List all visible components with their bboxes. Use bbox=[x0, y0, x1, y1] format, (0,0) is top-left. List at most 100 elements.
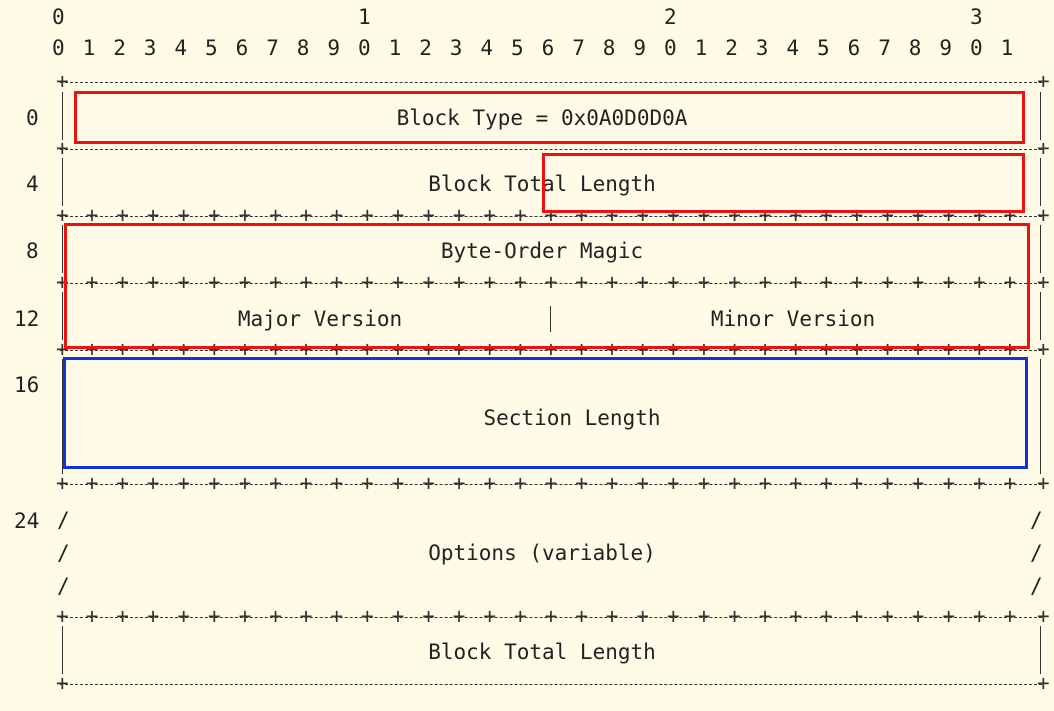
separator-tick: + bbox=[973, 337, 986, 361]
ruler-unit-30: 0 bbox=[970, 36, 983, 60]
separator-tick: + bbox=[881, 270, 894, 294]
ruler-unit-29: 9 bbox=[939, 36, 953, 60]
separator-end-plus: + bbox=[1037, 337, 1050, 361]
separator-end-plus: + bbox=[56, 203, 69, 227]
separator-tick: + bbox=[85, 270, 99, 294]
separator-tick: + bbox=[208, 270, 221, 294]
separator-tick: + bbox=[483, 471, 497, 495]
separator-tick: + bbox=[881, 604, 894, 628]
separator-end-plus: + bbox=[1037, 471, 1050, 495]
ruler-unit-5: 5 bbox=[205, 36, 218, 60]
separator-tick: + bbox=[514, 471, 527, 495]
separator-tick: + bbox=[452, 337, 466, 361]
separator-tick: + bbox=[850, 471, 864, 495]
separator-tick: + bbox=[911, 203, 925, 227]
separator-tick: + bbox=[391, 270, 405, 294]
separator-tick: + bbox=[605, 604, 619, 628]
ruler-unit-11: 1 bbox=[388, 36, 402, 60]
separator-tick: + bbox=[1003, 270, 1017, 294]
separator-tick: + bbox=[1003, 337, 1017, 361]
separator-tick: + bbox=[269, 270, 282, 294]
separator-tick: + bbox=[911, 471, 925, 495]
separator-end-plus: + bbox=[1037, 203, 1050, 227]
separator-tick: + bbox=[973, 203, 986, 227]
left-side-bar bbox=[62, 292, 63, 340]
ruler-unit-7: 7 bbox=[266, 36, 279, 60]
ruler-unit-20: 0 bbox=[664, 36, 677, 60]
separator-tick: + bbox=[391, 604, 405, 628]
separator-tick: + bbox=[942, 471, 956, 495]
separator-tick: + bbox=[544, 203, 558, 227]
ruler-tens-3: 3 bbox=[970, 5, 983, 29]
separator-tick: + bbox=[636, 337, 650, 361]
separator-tick: + bbox=[544, 471, 558, 495]
ruler-unit-3: 3 bbox=[143, 36, 157, 60]
separator-tick: + bbox=[330, 270, 344, 294]
separator-tick: + bbox=[942, 337, 956, 361]
highlight-box-section-length bbox=[63, 357, 1028, 469]
separator-tick: + bbox=[299, 604, 313, 628]
field-byte-order-magic: Byte-Order Magic bbox=[440, 239, 644, 263]
offset-label-0: 0 bbox=[26, 106, 39, 130]
separator-tick: + bbox=[208, 471, 221, 495]
separator-tick: + bbox=[299, 471, 313, 495]
separator-tick: + bbox=[146, 337, 160, 361]
separator-tick: + bbox=[758, 270, 772, 294]
separator-tick: + bbox=[758, 604, 772, 628]
separator-tick: + bbox=[758, 203, 772, 227]
separator-tick: + bbox=[820, 270, 833, 294]
separator-tick: + bbox=[697, 604, 711, 628]
separator-tick: + bbox=[422, 604, 435, 628]
separator-tick: + bbox=[575, 203, 588, 227]
separator-end-plus: + bbox=[56, 136, 69, 160]
separator-tick: + bbox=[330, 604, 344, 628]
separator-end-plus: + bbox=[1037, 69, 1050, 93]
separator-tick: + bbox=[973, 604, 986, 628]
separator-tick: + bbox=[881, 471, 894, 495]
ruler-unit-21: 1 bbox=[694, 36, 708, 60]
separator-tick: + bbox=[85, 471, 99, 495]
ruler-unit-6: 6 bbox=[235, 36, 249, 60]
separator-tick: + bbox=[667, 337, 680, 361]
ruler-unit-22: 2 bbox=[725, 36, 738, 60]
separator-tick: + bbox=[299, 337, 313, 361]
right-side-bar bbox=[1040, 92, 1041, 140]
separator-tick: + bbox=[269, 203, 282, 227]
options-slash-right-1: / bbox=[1030, 508, 1043, 532]
ruler-unit-0: 0 bbox=[52, 36, 65, 60]
separator-tick: + bbox=[850, 203, 864, 227]
separator-tick: + bbox=[697, 203, 711, 227]
ruler-unit-13: 3 bbox=[449, 36, 463, 60]
separator-tick: + bbox=[330, 337, 344, 361]
separator-tick: + bbox=[146, 203, 160, 227]
separator-tick: + bbox=[789, 604, 803, 628]
separator-tick: + bbox=[146, 270, 160, 294]
ruler-unit-25: 5 bbox=[817, 36, 830, 60]
separator-tick: + bbox=[116, 471, 129, 495]
separator-tick: + bbox=[820, 604, 833, 628]
separator-tick: + bbox=[177, 471, 191, 495]
separator-tick: + bbox=[422, 471, 435, 495]
separator-end-plus: + bbox=[56, 471, 69, 495]
separator-tick: + bbox=[391, 337, 405, 361]
separator-tick: + bbox=[605, 270, 619, 294]
separator-tick: + bbox=[728, 270, 741, 294]
right-side-bar bbox=[1040, 626, 1041, 674]
separator-tick: + bbox=[514, 337, 527, 361]
separator-end-plus: + bbox=[1037, 604, 1050, 628]
separator-tick: + bbox=[605, 471, 619, 495]
separator-tick: + bbox=[85, 203, 99, 227]
separator-tick: + bbox=[667, 270, 680, 294]
separator-tick: + bbox=[942, 270, 956, 294]
separator-tick: + bbox=[820, 337, 833, 361]
separator-tick: + bbox=[422, 270, 435, 294]
separator-tick: + bbox=[667, 203, 680, 227]
ruler-unit-8: 8 bbox=[296, 36, 310, 60]
version-divider bbox=[550, 306, 551, 332]
ruler-unit-1: 1 bbox=[82, 36, 96, 60]
separator-tick: + bbox=[850, 270, 864, 294]
highlight-box-block-total-length bbox=[542, 153, 1025, 213]
separator-tick: + bbox=[238, 471, 252, 495]
separator-tick: + bbox=[452, 203, 466, 227]
separator-tick: + bbox=[361, 203, 374, 227]
